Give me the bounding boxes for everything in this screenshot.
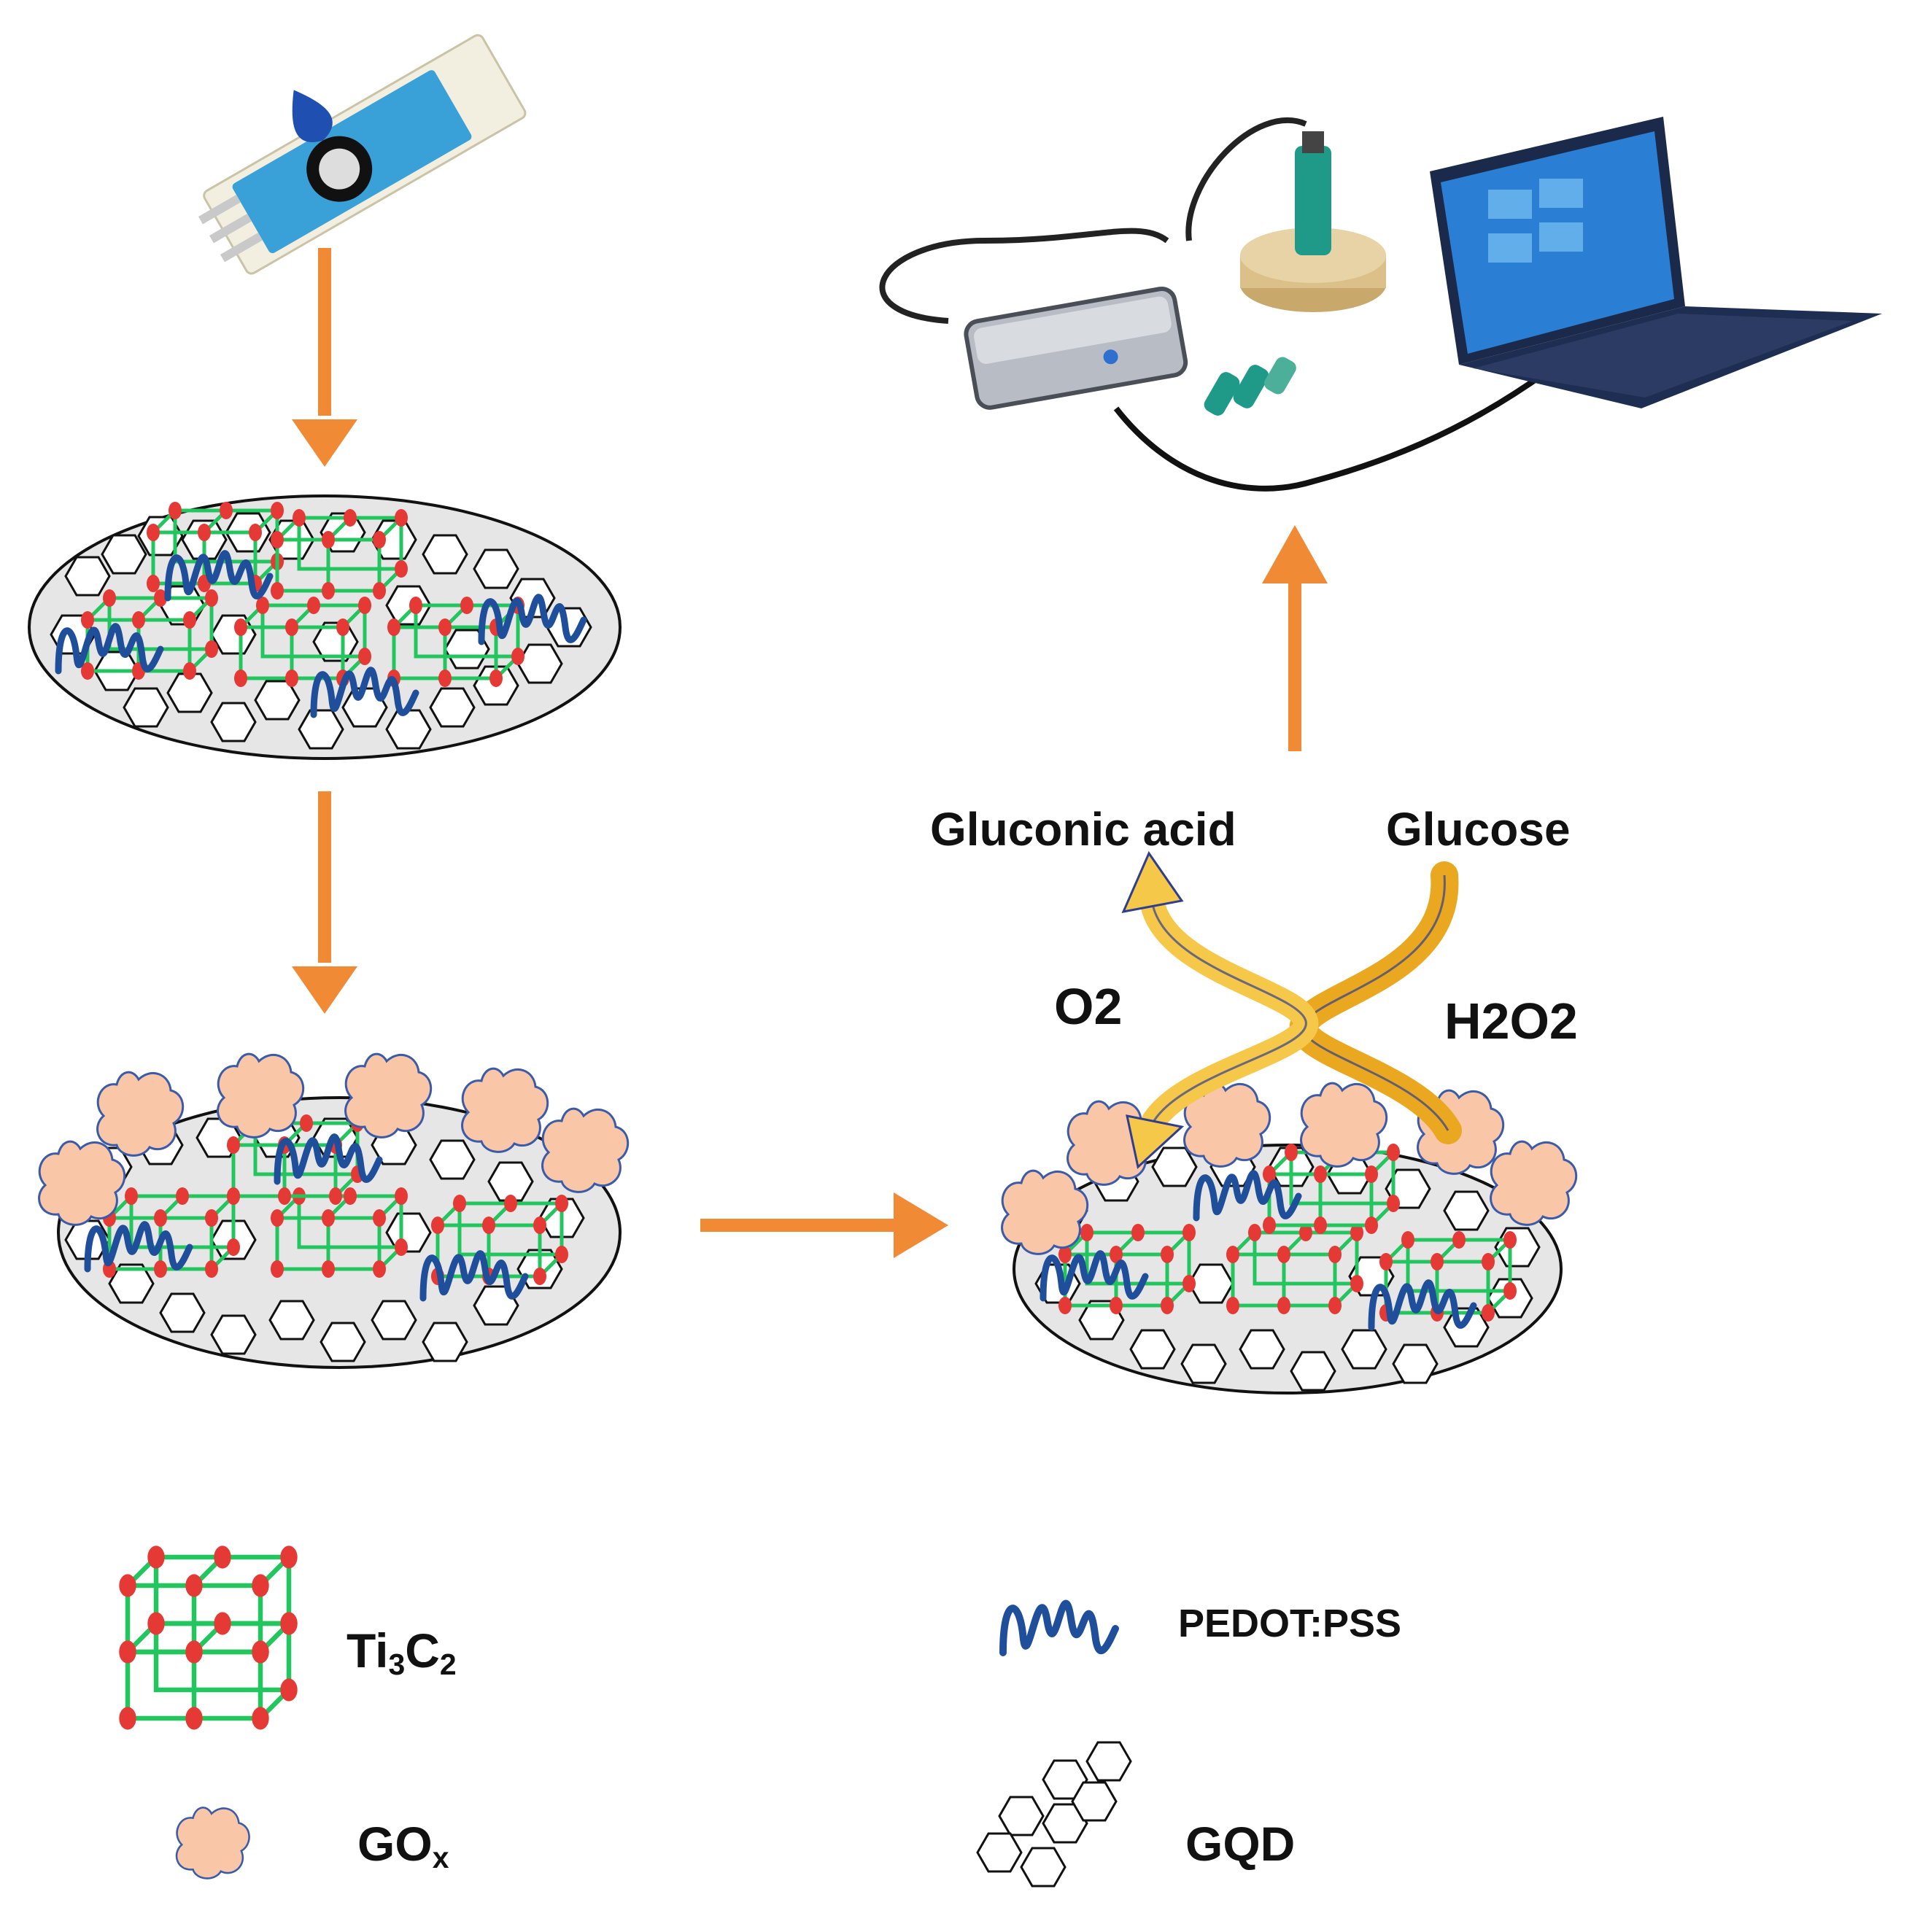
o2-label: O2: [1054, 978, 1123, 1035]
reaction-arrows: [1121, 850, 1462, 1169]
measurement-setup-image: [879, 117, 1882, 492]
legend-gox-label: GOx: [357, 1817, 449, 1875]
legend-gqd-icon: [976, 1741, 1132, 1888]
glucose-label: Glucose: [1386, 803, 1571, 856]
arrow-down-1: [292, 248, 357, 467]
legend-pedot-icon: [1003, 1604, 1115, 1653]
arrow-down-2: [292, 791, 357, 1014]
modified-electrode-3: [1001, 1082, 1578, 1394]
legend-ti3c2-label: Ti3C2: [347, 1623, 457, 1682]
legend-gox-icon: [175, 1807, 250, 1879]
arrow-up: [1262, 525, 1328, 751]
legend-pedot-label: PEDOT:PSS: [1178, 1602, 1402, 1645]
legend-gqd-label: GQD: [1185, 1817, 1296, 1871]
modified-electrode-2: [38, 1052, 630, 1369]
arrow-right: [700, 1192, 948, 1258]
h2o2-label: H2O2: [1444, 993, 1578, 1050]
gluconic-acid-label: Gluconic acid: [930, 803, 1236, 856]
modified-electrode-1: [28, 494, 622, 760]
electrode-strip-icon: [198, 34, 527, 275]
legend-ti3c2-icon: [119, 1545, 297, 1729]
